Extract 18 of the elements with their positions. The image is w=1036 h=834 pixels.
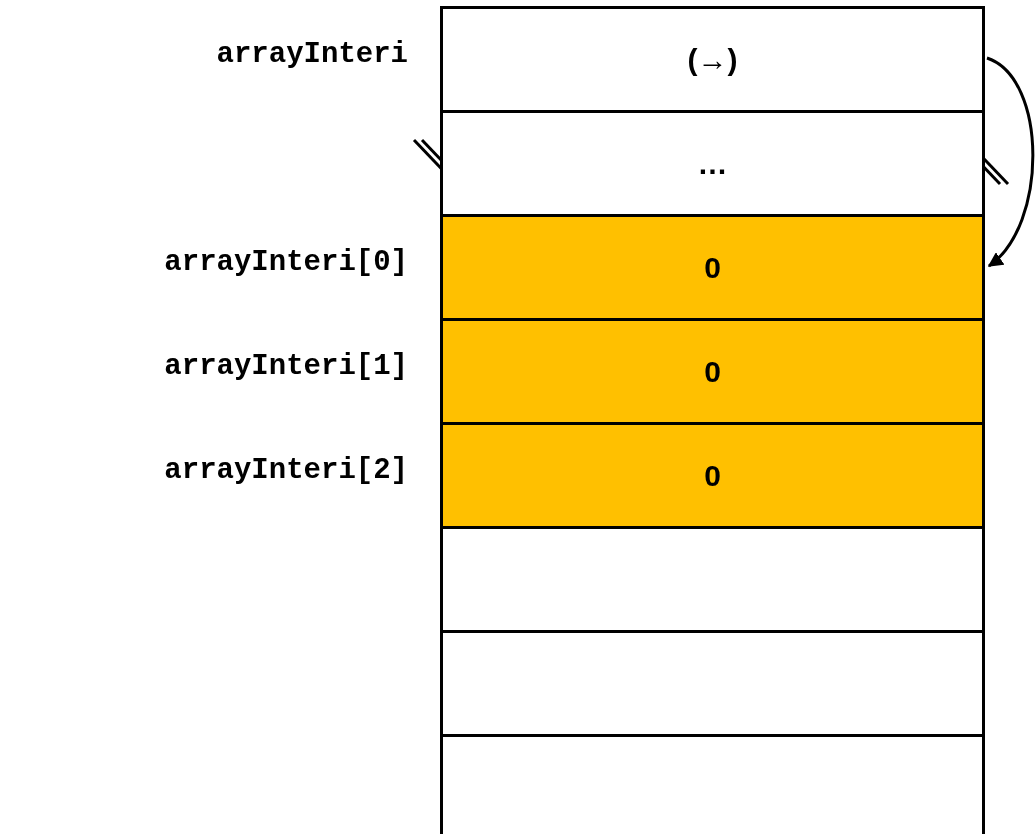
cell-value: … — [697, 146, 728, 181]
cell-value: 0 — [704, 458, 721, 493]
memory-cell — [440, 630, 985, 737]
cell-value: (→) — [687, 42, 738, 77]
cell-value: 0 — [704, 250, 721, 285]
variable-name: arrayInteri — [216, 38, 408, 71]
variable-name: arrayInteri[1] — [164, 350, 408, 383]
variable-name: arrayInteri[0] — [164, 246, 408, 279]
variable-name: arrayInteri[2] — [164, 454, 408, 487]
memory-cell — [440, 214, 985, 321]
memory-cell — [440, 318, 985, 425]
memory-cell — [440, 6, 985, 113]
pointer-arrow — [986, 56, 1035, 268]
memory-cell — [440, 734, 985, 834]
memory-cell — [440, 110, 985, 217]
cell-value: 0 — [704, 354, 721, 389]
memory-cell — [440, 526, 985, 633]
memory-cell — [440, 422, 985, 529]
